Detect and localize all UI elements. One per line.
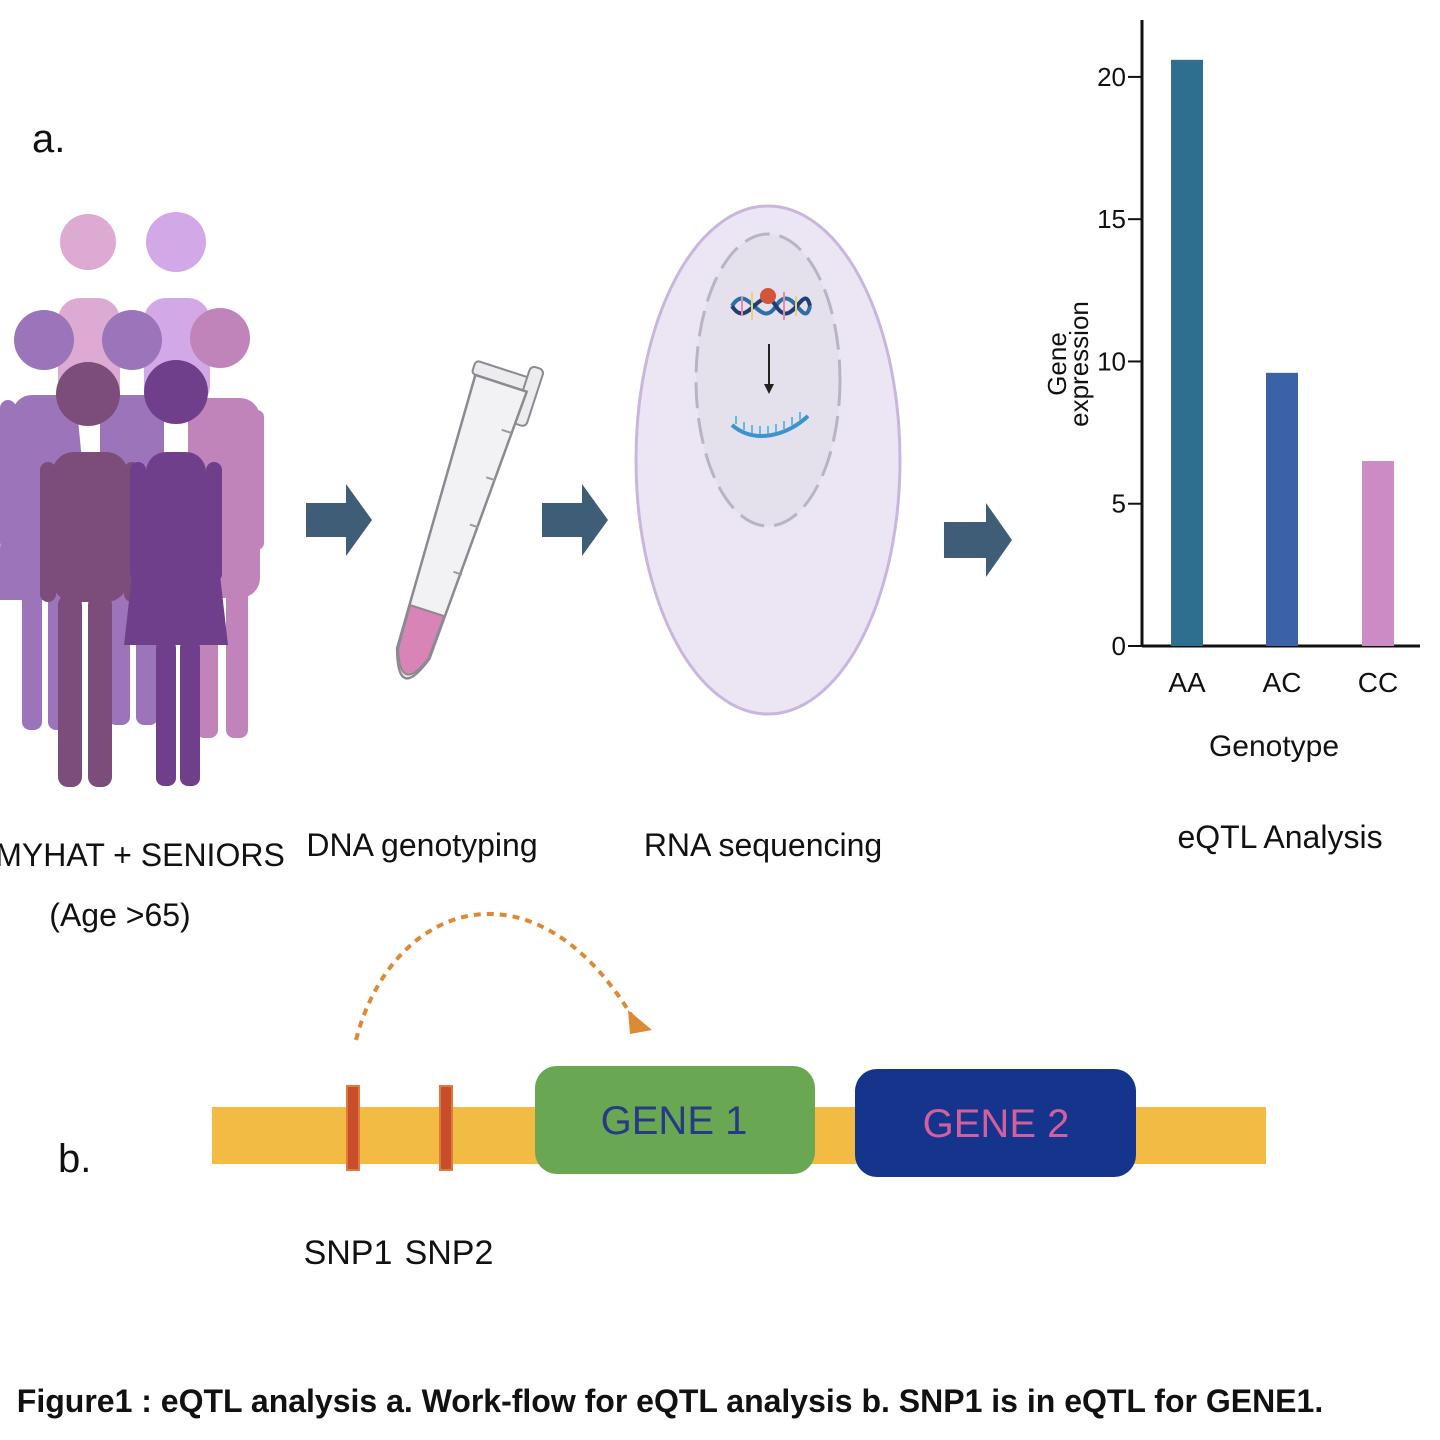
sample-tube-icon xyxy=(395,360,544,680)
cell-icon xyxy=(634,204,902,716)
step-label-cohort-age: (Age >65) xyxy=(49,897,190,933)
snp2-marker xyxy=(439,1085,453,1171)
y-axis-label-line1: Gene xyxy=(1042,332,1072,396)
y-axis-label-line2: expression xyxy=(1064,301,1094,427)
gene1-box: GENE 1 xyxy=(535,1066,815,1174)
y-tick-label: 10 xyxy=(1097,346,1126,376)
flow-arrow-3 xyxy=(944,503,1012,577)
bar-aa xyxy=(1171,59,1203,646)
bar-cc xyxy=(1362,461,1394,646)
gene1-label: GENE 1 xyxy=(601,1099,748,1143)
figure-caption: Figure1 : eQTL analysis a. Work-flow for… xyxy=(17,1383,1323,1419)
flow-arrow-2 xyxy=(542,484,608,556)
step-label-rna-seq: RNA sequencing xyxy=(644,827,882,863)
x-tick-label-ac: AC xyxy=(1263,667,1302,698)
regulation-arrow xyxy=(354,912,652,1041)
y-tick-label: 5 xyxy=(1112,489,1126,519)
snp2-label: SNP2 xyxy=(405,1234,494,1272)
panel-a-letter: a. xyxy=(32,117,65,161)
people-group-icon xyxy=(0,212,264,787)
rna-strand-icon xyxy=(730,412,810,438)
y-tick-label: 20 xyxy=(1097,62,1126,92)
snp1-marker xyxy=(346,1085,360,1171)
x-tick-label-cc: CC xyxy=(1358,667,1398,698)
y-tick-label: 15 xyxy=(1097,204,1126,234)
dna-helix-icon xyxy=(730,288,812,320)
step-label-eqtl: eQTL Analysis xyxy=(1177,819,1382,855)
genotype-expression-chart: 0 5 10 15 20 AA AC CC Gene expression Genotype xyxy=(1042,20,1420,763)
flow-arrow-1 xyxy=(306,484,372,556)
snp1-label: SNP1 xyxy=(304,1234,393,1272)
step-label-genotyping: DNA genotyping xyxy=(306,827,537,863)
transcription-arrow-icon xyxy=(764,344,774,394)
gene2-box: GENE 2 xyxy=(855,1069,1136,1177)
x-tick-label-aa: AA xyxy=(1168,667,1206,698)
bar-ac xyxy=(1266,372,1298,646)
gene2-label: GENE 2 xyxy=(923,1102,1070,1146)
panel-b-letter: b. xyxy=(58,1137,91,1181)
y-tick-label: 0 xyxy=(1112,631,1126,661)
x-axis-label: Genotype xyxy=(1209,730,1339,763)
step-label-cohort: MYHAT + SENIORS xyxy=(0,837,285,873)
